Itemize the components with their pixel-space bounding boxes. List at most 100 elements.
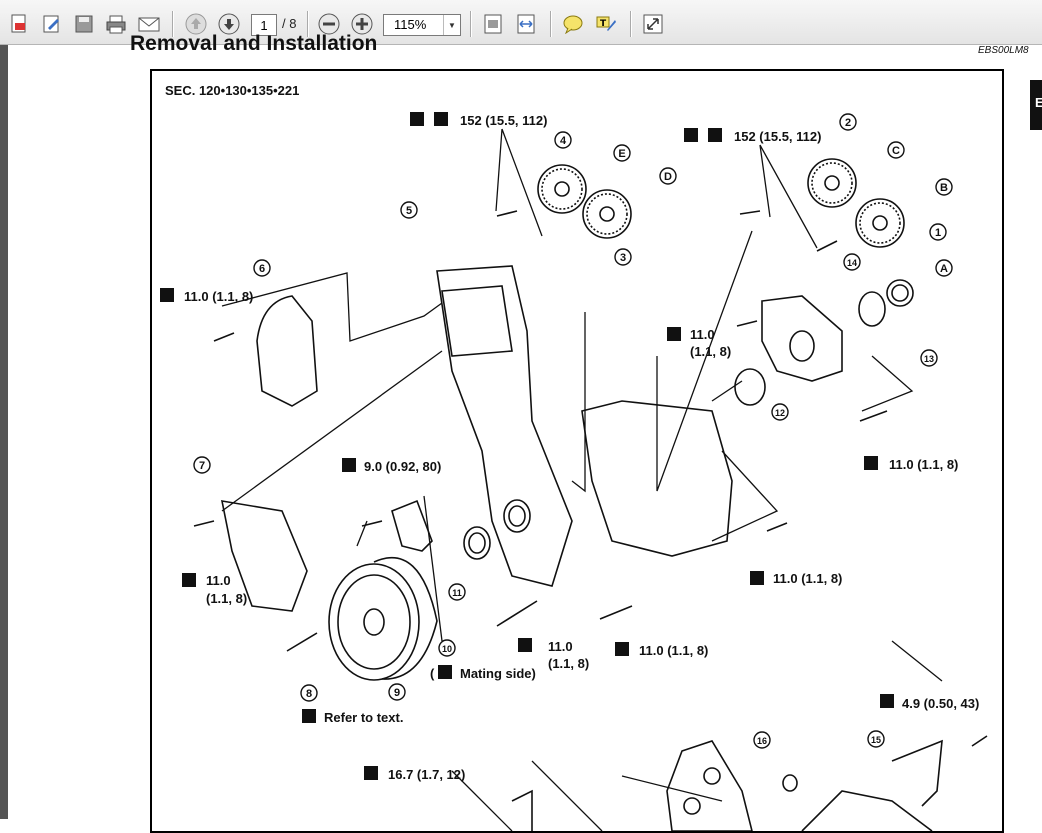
callout-circle (388, 683, 406, 701)
chevron-down-icon: ▼ (443, 15, 460, 35)
reference-letter: A (940, 263, 948, 275)
fullscreen-button[interactable] (640, 11, 666, 37)
toolbar-separator (630, 11, 632, 37)
floppy-icon (75, 15, 93, 33)
torque-spec: (1.1, 8) (690, 344, 731, 359)
save-pdf-button[interactable] (6, 11, 32, 37)
torque-spec: 11.0 (548, 639, 573, 654)
fit-page-icon (484, 14, 502, 34)
callout-circle (753, 731, 771, 749)
toolbar-separator (470, 11, 472, 37)
callout-number: 6 (259, 263, 265, 275)
reference-letter-circle (935, 259, 953, 277)
callout-circle (193, 456, 211, 474)
mating-note-open: ( (430, 666, 435, 681)
section-label: SEC. 120•130•135•221 (165, 83, 299, 98)
torque-spec: 11.0 (1.1, 8) (773, 571, 842, 586)
highlight-button[interactable]: T (593, 11, 619, 37)
torque-spec: 9.0 (0.92, 80) (364, 459, 441, 474)
callout-circle (867, 730, 885, 748)
callout-circle (614, 248, 632, 266)
zoom-out-button[interactable] (316, 11, 342, 37)
left-panel-edge (0, 45, 8, 819)
svg-text:T: T (600, 19, 607, 29)
mating-note: Mating side) (460, 666, 536, 681)
callout-number: 16 (757, 736, 767, 746)
callout-number: 11 (452, 588, 462, 598)
zoom-select[interactable]: 115% ▼ (383, 14, 461, 36)
callout-circle (438, 639, 456, 657)
callout-number: 9 (394, 687, 400, 699)
callout-circle (554, 131, 572, 149)
fit-page-button[interactable] (480, 11, 506, 37)
toolbar-separator (550, 11, 552, 37)
reference-letter-circle (613, 144, 631, 162)
torque-spec: 4.9 (0.50, 43) (902, 696, 979, 711)
document-icon (11, 14, 26, 33)
minus-icon (318, 13, 340, 35)
callout-circle (253, 259, 271, 277)
callout-circle (448, 583, 466, 601)
plus-icon (351, 13, 373, 35)
torque-spec: 11.0 (206, 573, 231, 588)
reference-letter: E (618, 148, 625, 160)
section-tab: E (1030, 80, 1042, 130)
reference-letter-circle (659, 167, 677, 185)
callout-number: 8 (306, 688, 312, 700)
fit-width-button[interactable] (513, 11, 539, 37)
toolbar-separator (307, 11, 309, 37)
callout-circle (839, 113, 857, 131)
previous-page-button[interactable] (183, 11, 209, 37)
viewer-toolbar: 1 / 8 115% ▼ T (0, 0, 1042, 45)
callout-number: 2 (845, 117, 851, 129)
torque-spec: (1.1, 8) (206, 591, 247, 606)
highlighter-icon: T (596, 16, 616, 31)
document-viewer[interactable] (0, 45, 1042, 819)
callout-number: 13 (924, 354, 934, 364)
zoom-in-button[interactable] (349, 11, 375, 37)
printer-icon (106, 15, 126, 34)
torque-spec: 11.0 (1.1, 8) (184, 289, 253, 304)
arrow-up-icon (185, 13, 207, 35)
callout-circle (300, 684, 318, 702)
next-page-button[interactable] (216, 11, 242, 37)
zoom-value: 115% (394, 17, 427, 32)
page-number: 1 (260, 17, 268, 33)
reference-letter: B (940, 182, 948, 194)
reference-letter: C (892, 145, 900, 157)
envelope-icon (138, 17, 160, 32)
comment-button[interactable] (560, 11, 586, 37)
fit-width-icon (517, 14, 535, 34)
print-button[interactable] (103, 11, 129, 37)
callout-number: 15 (871, 735, 881, 745)
email-button[interactable] (136, 11, 162, 37)
reference-letter-circle (935, 178, 953, 196)
torque-spec: 11.0 (1.1, 8) (639, 643, 708, 658)
torque-spec: 11.0 (1.1, 8) (889, 457, 958, 472)
pencil-icon (43, 15, 59, 33)
edit-button[interactable] (39, 11, 65, 37)
callout-circle (771, 403, 789, 421)
callout-circle (920, 349, 938, 367)
torque-spec: (1.1, 8) (548, 656, 589, 671)
torque-spec: 16.7 (1.7, 12) (388, 767, 465, 782)
reference-letter: D (664, 171, 672, 183)
callout-number: 4 (560, 135, 567, 147)
page-title: Removal and Installation (130, 32, 378, 55)
torque-spec: 152 (15.5, 112) (734, 129, 821, 144)
callout-circle (400, 201, 418, 219)
refer-note: Refer to text. (324, 710, 403, 725)
page-number-input[interactable]: 1 (251, 14, 277, 36)
reference-letter-circle (887, 141, 905, 159)
save-button[interactable] (71, 11, 97, 37)
arrow-down-icon (218, 13, 240, 35)
section-tab-label: E (1035, 95, 1042, 110)
torque-spec: 11.0 (690, 327, 715, 342)
speech-bubble-icon (563, 15, 583, 34)
document-code: EBS00LM8 (978, 45, 1029, 56)
callout-circle (843, 253, 861, 271)
callout-circle (929, 223, 947, 241)
callout-number: 7 (199, 460, 205, 472)
